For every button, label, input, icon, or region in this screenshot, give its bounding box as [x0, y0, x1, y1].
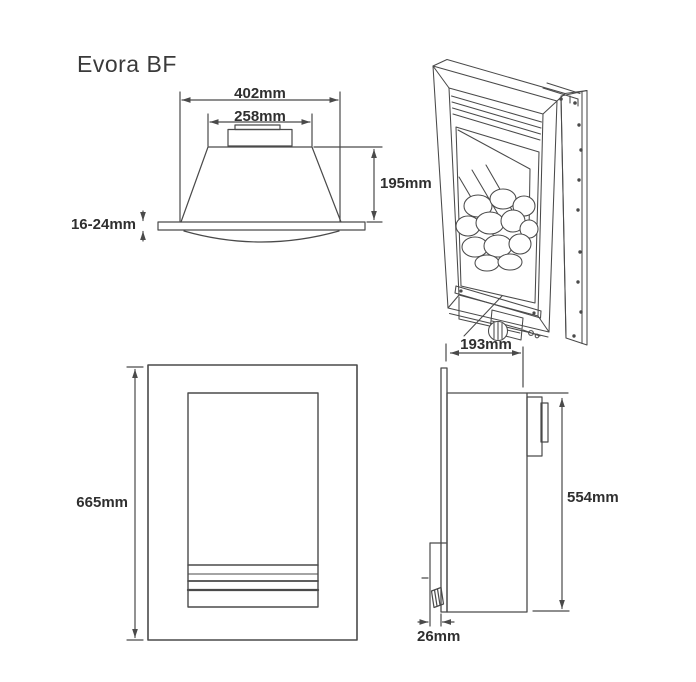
product-title: Evora BF — [77, 51, 177, 77]
control-knob — [487, 320, 509, 342]
dim-label-engine-depth: 193mm — [460, 336, 512, 353]
side-fixing-panel — [542, 82, 588, 346]
dim-label-wall-plate-thickness: 16-24mm — [70, 216, 136, 233]
side-view-drawing — [417, 343, 570, 627]
dim-label-fascia-projection: 26mm — [417, 628, 461, 645]
dim-label-flue-box-width: 258mm — [234, 108, 286, 125]
dim-label-engine-height: 554mm — [567, 489, 619, 506]
top-view-drawing — [140, 91, 383, 243]
coal-bed — [455, 188, 539, 272]
dim-label-overall-width: 402mm — [234, 85, 286, 102]
dim-label-overall-height: 665mm — [76, 494, 128, 511]
front-view-drawing — [126, 364, 358, 641]
dim-label-canopy-height: 195mm — [380, 175, 432, 192]
perspective-view-drawing — [432, 58, 588, 346]
